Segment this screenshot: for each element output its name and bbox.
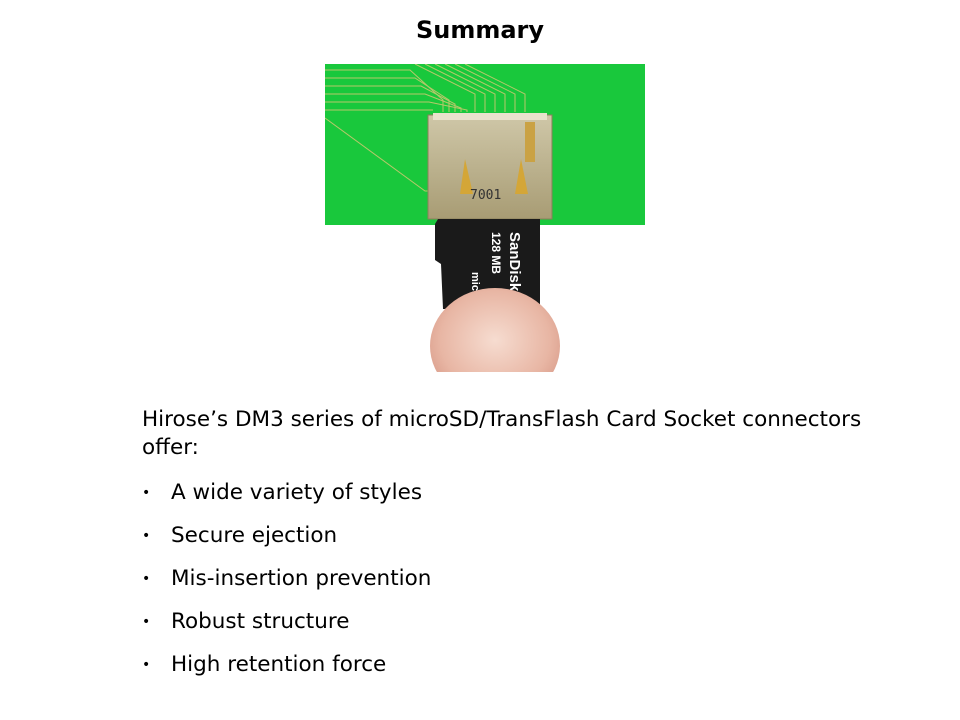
socket-marking: 7001 bbox=[470, 188, 501, 203]
card-capacity-label: 128 MB bbox=[489, 232, 503, 274]
card-brand-label: SanDisk bbox=[506, 232, 523, 292]
bullet-icon: • bbox=[142, 657, 151, 673]
fingertip bbox=[430, 288, 560, 372]
bullet-text: Secure ejection bbox=[171, 523, 338, 548]
slide-title: Summary bbox=[415, 16, 545, 44]
microsd-socket-photo: 7001 SanDisk 128 MB microSD bbox=[325, 64, 645, 372]
pcb-traces bbox=[325, 64, 526, 192]
bullet-text: High retention force bbox=[171, 652, 387, 677]
bullet-icon: • bbox=[142, 614, 151, 630]
bullet-text: Robust structure bbox=[171, 609, 350, 634]
bullet-icon: • bbox=[142, 571, 151, 587]
bullet-text: Mis-insertion prevention bbox=[171, 566, 432, 591]
bullet-icon: • bbox=[142, 528, 151, 544]
bullet-text: A wide variety of styles bbox=[171, 480, 423, 505]
intro-text: Hirose’s DM3 series of microSD/TransFlas… bbox=[142, 407, 862, 460]
bullet-icon: • bbox=[142, 485, 151, 501]
microsd-card bbox=[435, 219, 540, 309]
